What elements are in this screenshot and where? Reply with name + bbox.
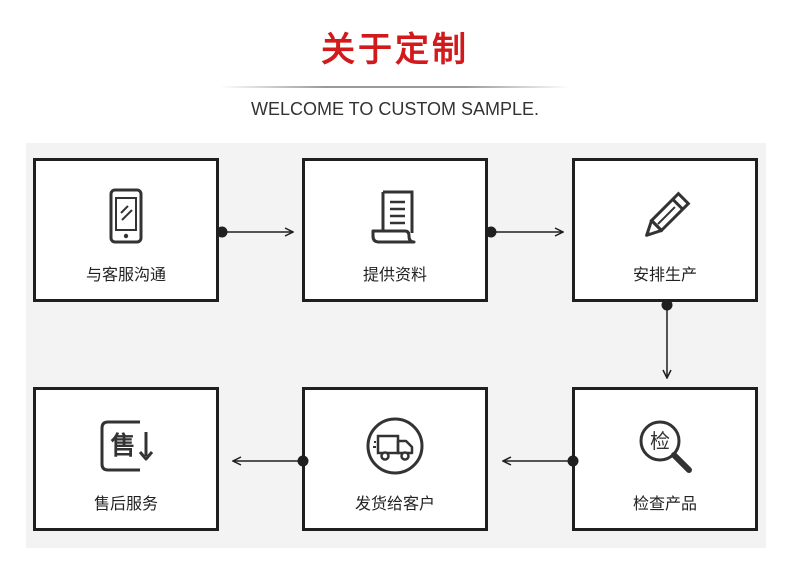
step-label: 与客服沟通: [85, 265, 166, 284]
step-arrange-production: 安排生产: [572, 158, 758, 302]
inspect-glyph: 检: [650, 429, 670, 453]
step-label: 售后服务: [93, 494, 158, 513]
step-label: 安排生产: [632, 265, 697, 284]
connector-step1-to-step2: [216, 226, 293, 238]
step-label: 提供资料: [362, 265, 427, 284]
step-ship-to-customer: 发货给客户: [302, 387, 488, 531]
connector-step4-to-step5: [504, 455, 579, 467]
title-divider: [220, 86, 570, 88]
magnifier-icon: 检: [635, 416, 695, 476]
pencil-icon: [635, 187, 695, 247]
connector-step5-to-step6: [234, 455, 309, 467]
step-label: 发货给客户: [354, 494, 435, 513]
step-label: 检查产品: [632, 494, 697, 513]
after-sales-icon: 售: [96, 416, 156, 476]
connector-step3-to-step4: [661, 299, 673, 378]
step-contact-service: 与客服沟通: [33, 158, 219, 302]
step-after-sales: 售 售后服务: [33, 387, 219, 531]
step-provide-info: 提供资料: [302, 158, 488, 302]
step-inspect-product: 检 检查产品: [572, 387, 758, 531]
connector-step2-to-step3: [485, 226, 563, 238]
delivery-truck-icon: [365, 416, 425, 476]
tablet-icon: [96, 187, 156, 247]
document-icon: [365, 187, 425, 247]
page-subtitle: WELCOME TO CUSTOM SAMPLE.: [250, 99, 540, 119]
page-title: 关于定制: [321, 30, 469, 70]
after-sales-glyph: 售: [110, 431, 135, 460]
